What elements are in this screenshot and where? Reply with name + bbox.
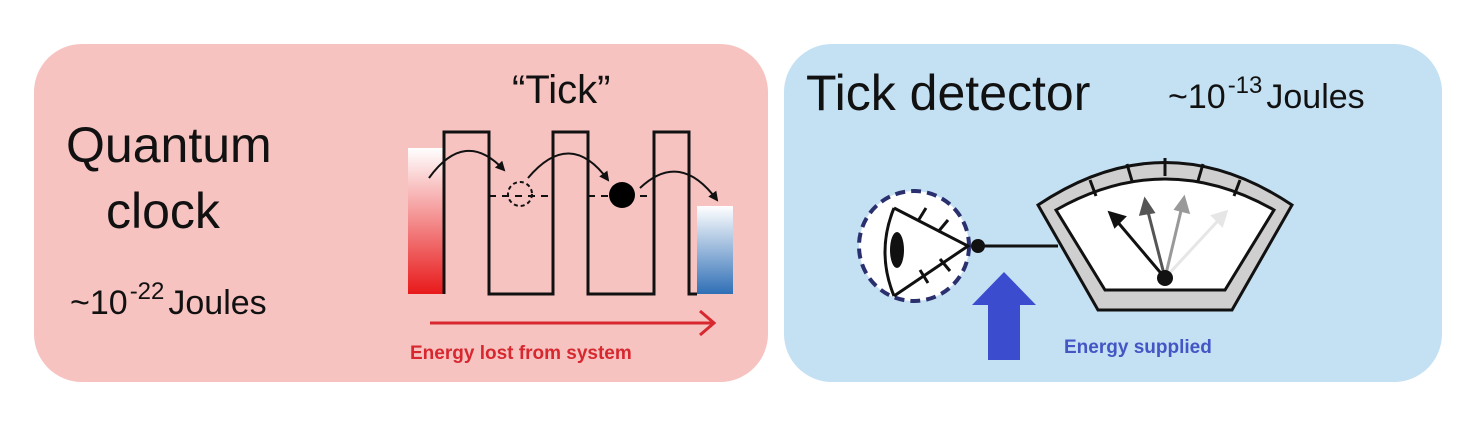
potential-barriers: [442, 130, 697, 296]
quantum-clock-energy-unit: Joules: [168, 284, 267, 322]
tick-detector-energy-unit: Joules: [1266, 78, 1365, 116]
meter-gauge-icon: [1036, 158, 1294, 312]
ghost-particle-icon: [507, 181, 533, 207]
energy-lost-caption: Energy lost from system: [410, 343, 632, 364]
energy-lost-arrow: [430, 309, 717, 337]
quantum-clock-energy-exponent: -22: [129, 278, 165, 305]
connector-wire: [971, 239, 1058, 253]
quantum-clock-title-line2: clock: [106, 183, 220, 239]
tick-detector-energy-prefix: ~10: [1168, 78, 1226, 116]
quantum-clock-energy-prefix: ~10: [70, 284, 128, 322]
tunnelling-arrows: [428, 149, 719, 202]
energy-supplied-arrow: [972, 272, 1036, 360]
gauge-tick-marks: [1088, 158, 1242, 197]
tick-detector-energy-exponent: -13: [1227, 72, 1263, 99]
eye-icon: [857, 189, 971, 303]
quantum-clock-panel: [34, 44, 768, 382]
tick-label: “Tick”: [512, 68, 611, 112]
hot-reservoir: [408, 148, 444, 294]
energy-supplied-caption: Energy supplied: [1064, 337, 1212, 358]
particle-icon: [609, 182, 635, 208]
quantum-clock-title-line1: Quantum: [66, 117, 272, 173]
tick-detector-title: Tick detector: [806, 65, 1091, 121]
cold-reservoir: [697, 206, 733, 294]
